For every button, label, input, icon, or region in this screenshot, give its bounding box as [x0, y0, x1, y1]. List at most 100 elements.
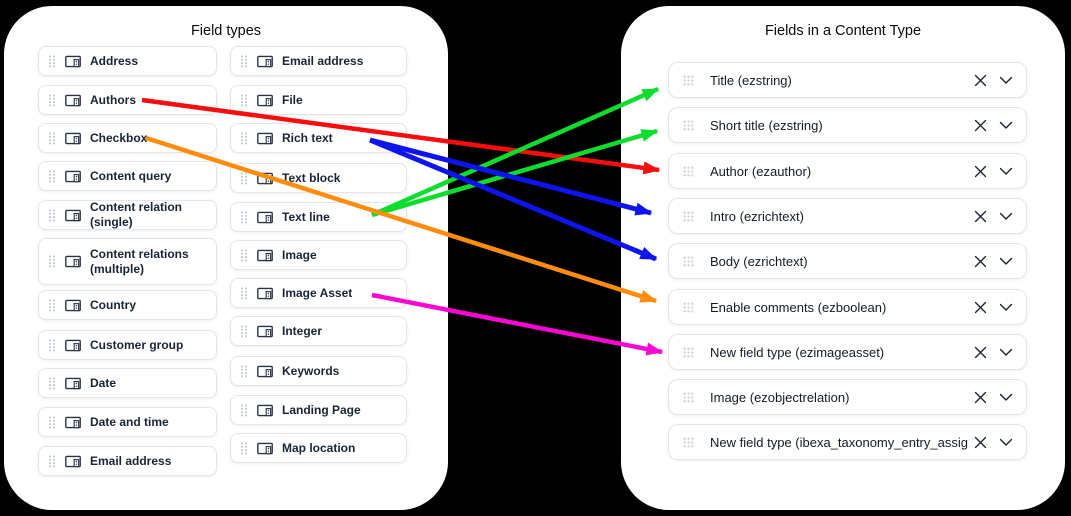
field-label: Image (ezobjectrelation)	[710, 389, 850, 405]
drag-handle-icon[interactable]	[240, 441, 248, 455]
drag-handle-icon[interactable]	[48, 169, 56, 183]
drag-handle-icon[interactable]	[48, 93, 56, 107]
chevron-down-icon[interactable]	[993, 303, 1018, 312]
field-type-item[interactable]: Rich text	[230, 123, 407, 153]
field-type-icon	[65, 455, 81, 468]
content-field-row[interactable]: New field type (ezimageasset)	[668, 334, 1027, 370]
drag-handle-icon[interactable]	[240, 403, 248, 417]
close-icon[interactable]	[968, 119, 993, 132]
drag-handle-icon[interactable]	[48, 415, 56, 429]
chevron-down-icon[interactable]	[993, 121, 1018, 130]
content-field-row[interactable]: Enable comments (ezboolean)	[668, 289, 1027, 325]
field-type-icon	[257, 172, 273, 185]
drag-handle-icon[interactable]	[48, 131, 56, 145]
drag-handle-icon[interactable]	[48, 338, 56, 352]
content-field-row[interactable]: Body (ezrichtext)	[668, 243, 1027, 279]
drag-handle-icon[interactable]	[683, 302, 694, 313]
drag-handle-icon[interactable]	[683, 120, 694, 131]
field-type-label: Content query	[90, 168, 172, 183]
close-icon[interactable]	[968, 74, 993, 87]
field-label: Enable comments (ezboolean)	[710, 299, 887, 315]
content-field-row[interactable]: Author (ezauthor)	[668, 153, 1027, 189]
close-icon[interactable]	[968, 391, 993, 404]
field-type-label: Customer group	[90, 337, 184, 352]
field-type-item[interactable]: Keywords	[230, 356, 407, 386]
chevron-down-icon[interactable]	[993, 438, 1018, 447]
field-type-icon	[65, 255, 81, 268]
close-icon[interactable]	[968, 301, 993, 314]
close-icon[interactable]	[968, 346, 993, 359]
drag-handle-icon[interactable]	[240, 54, 248, 68]
drag-handle-icon[interactable]	[240, 210, 248, 224]
field-type-item[interactable]: Content relation (single)	[38, 200, 217, 230]
field-type-item[interactable]: Checkbox	[38, 123, 217, 153]
field-type-item[interactable]: Integer	[230, 316, 407, 346]
drag-handle-icon[interactable]	[48, 454, 56, 468]
field-type-icon	[65, 209, 81, 222]
close-icon[interactable]	[968, 255, 993, 268]
drag-handle-icon[interactable]	[240, 131, 248, 145]
field-type-item[interactable]: Country	[38, 290, 217, 320]
chevron-down-icon[interactable]	[993, 257, 1018, 266]
content-field-row[interactable]: Short title (ezstring)	[668, 107, 1027, 143]
field-type-item[interactable]: Image Asset	[230, 278, 407, 308]
drag-handle-icon[interactable]	[683, 347, 694, 358]
chevron-down-icon[interactable]	[993, 348, 1018, 357]
drag-handle-icon[interactable]	[240, 248, 248, 262]
field-type-item[interactable]: Authors	[38, 85, 217, 115]
drag-handle-icon[interactable]	[683, 256, 694, 267]
field-types-panel: Field types Address	[4, 6, 448, 510]
chevron-down-icon[interactable]	[993, 212, 1018, 221]
field-type-icon	[65, 94, 81, 107]
drag-handle-icon[interactable]	[683, 166, 694, 177]
close-icon[interactable]	[968, 210, 993, 223]
close-icon[interactable]	[968, 165, 993, 178]
field-type-item[interactable]: Customer group	[38, 330, 217, 360]
field-type-item[interactable]: Date	[38, 368, 217, 398]
field-type-item[interactable]: Content relations (multiple)	[38, 238, 217, 285]
field-type-item[interactable]: Email address	[38, 446, 217, 476]
field-type-label: Checkbox	[90, 130, 148, 145]
drag-handle-icon[interactable]	[240, 93, 248, 107]
field-type-icon	[257, 365, 273, 378]
drag-handle-icon[interactable]	[683, 211, 694, 222]
drag-handle-icon[interactable]	[48, 298, 56, 312]
drag-handle-icon[interactable]	[48, 54, 56, 68]
field-type-item[interactable]: Email address	[230, 46, 407, 76]
field-type-item[interactable]: Text block	[230, 163, 407, 193]
content-type-fields-panel-title: Fields in a Content Type	[764, 23, 922, 39]
content-field-row[interactable]: Intro (ezrichtext)	[668, 198, 1027, 234]
field-type-item[interactable]: Map location	[230, 433, 407, 463]
field-type-item[interactable]: Text line	[230, 202, 407, 232]
close-icon[interactable]	[968, 436, 993, 449]
field-label: Body (ezrichtext)	[710, 253, 808, 269]
drag-handle-icon[interactable]	[683, 392, 694, 403]
field-type-item[interactable]: Date and time	[38, 407, 217, 437]
field-type-item[interactable]: Landing Page	[230, 395, 407, 425]
field-type-label: Text block	[282, 170, 341, 185]
drag-handle-icon[interactable]	[683, 75, 694, 86]
content-field-row[interactable]: Image (ezobjectrelation)	[668, 379, 1027, 415]
chevron-down-icon[interactable]	[993, 76, 1018, 85]
drag-handle-icon[interactable]	[48, 376, 56, 390]
field-type-icon	[65, 170, 81, 183]
drag-handle-icon[interactable]	[240, 324, 248, 338]
chevron-down-icon[interactable]	[993, 167, 1018, 176]
content-field-row[interactable]: Title (ezstring)	[668, 62, 1027, 98]
field-type-item[interactable]: Address	[38, 46, 217, 76]
content-field-row[interactable]: New field type (ibexa_taxonomy_entry_ass…	[668, 424, 1027, 460]
drag-handle-icon[interactable]	[240, 364, 248, 378]
field-type-label: Rich text	[282, 130, 333, 145]
field-type-item[interactable]: File	[230, 85, 407, 115]
field-type-label: Date and time	[90, 414, 169, 429]
chevron-down-icon[interactable]	[993, 393, 1018, 402]
drag-handle-icon[interactable]	[683, 437, 694, 448]
field-type-icon	[257, 325, 273, 338]
drag-handle-icon[interactable]	[48, 255, 56, 268]
field-type-icon	[65, 299, 81, 312]
drag-handle-icon[interactable]	[240, 171, 248, 185]
field-type-item[interactable]: Content query	[38, 161, 217, 191]
field-type-item[interactable]: Image	[230, 240, 407, 270]
drag-handle-icon[interactable]	[240, 286, 248, 300]
drag-handle-icon[interactable]	[48, 208, 56, 222]
